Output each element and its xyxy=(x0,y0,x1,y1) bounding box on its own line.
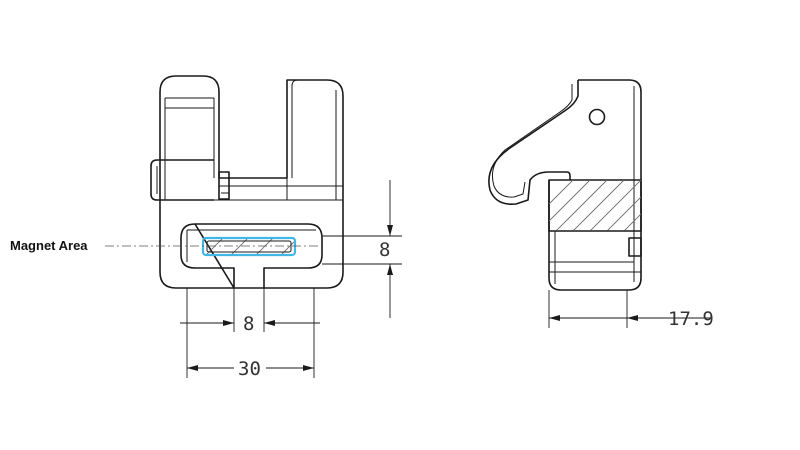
latch-hook xyxy=(488,80,579,206)
slot-pocket xyxy=(180,223,323,289)
dimension-side-depth: 17.9 xyxy=(548,290,714,330)
pivot-hole xyxy=(588,108,606,126)
side-view-outline xyxy=(548,79,642,291)
dimension-slot-width: 8 xyxy=(180,288,320,335)
section-hatch xyxy=(549,180,641,231)
side-tab xyxy=(150,159,214,201)
dimension-slot-width-text: 8 xyxy=(243,313,254,335)
magnet-area-highlight xyxy=(201,236,297,257)
dimension-overall-width: 30 xyxy=(186,288,315,380)
dimension-side-depth-text: 17.9 xyxy=(668,308,714,330)
front-view xyxy=(105,75,344,289)
front-view-outline xyxy=(159,75,344,289)
dimension-magnet-height: 8 xyxy=(322,180,402,318)
dimension-overall-width-text: 30 xyxy=(238,358,261,380)
magnet-area-label: Magnet Area xyxy=(10,238,88,253)
side-view xyxy=(488,79,642,291)
dimension-magnet-height-text: 8 xyxy=(379,239,390,261)
